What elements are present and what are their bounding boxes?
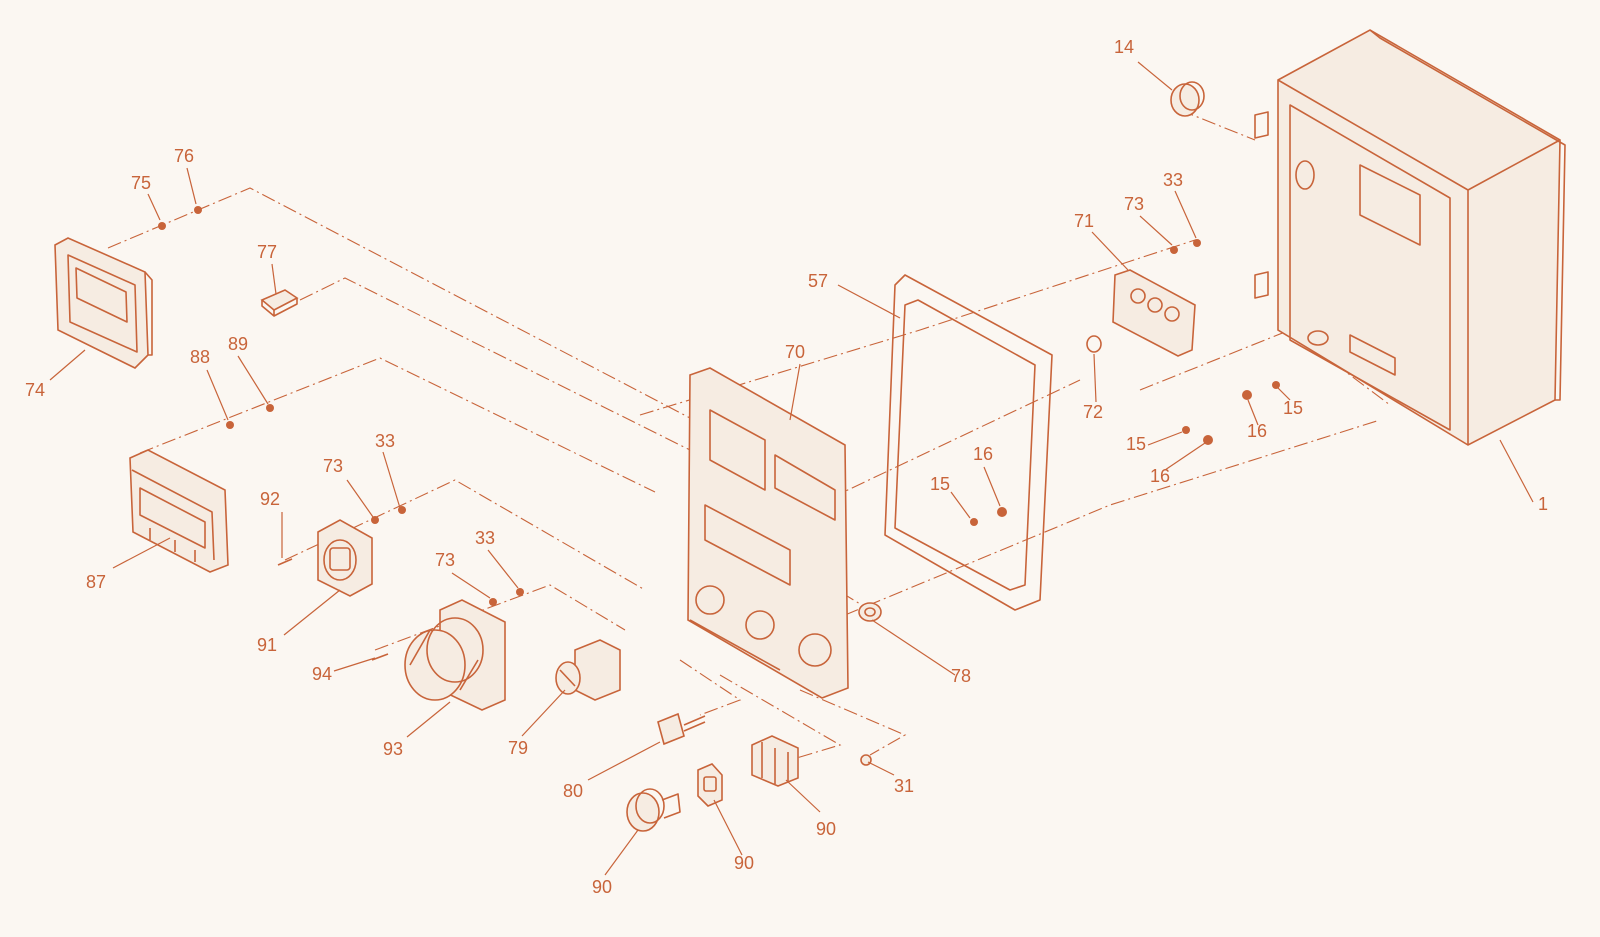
- part-77-connector: [260, 289, 299, 317]
- callout-1: 1: [1538, 494, 1548, 514]
- callout-90: 90: [734, 853, 754, 873]
- part-74-display: [54, 237, 153, 369]
- callout-16: 16: [1150, 466, 1170, 486]
- callout-92: 92: [260, 489, 280, 509]
- callout-75: 75: [131, 173, 151, 193]
- callout-89: 89: [228, 334, 248, 354]
- callout-87: 87: [86, 572, 106, 592]
- callout-labels: 14 76 75 33 73 71 77 57 74 70 88 89 72 1…: [25, 37, 1548, 897]
- part-93-plug: [404, 599, 506, 711]
- part-14-plug: [1170, 81, 1205, 117]
- callout-33: 33: [1163, 170, 1183, 190]
- callout-71: 71: [1074, 211, 1094, 231]
- callout-73: 73: [1124, 194, 1144, 214]
- callout-76: 76: [174, 146, 194, 166]
- callout-33: 33: [375, 431, 395, 451]
- callout-77: 77: [257, 242, 277, 262]
- part-90-holder: [697, 763, 723, 807]
- leader-lines: [49, 61, 1534, 876]
- callout-73: 73: [323, 456, 343, 476]
- callout-90: 90: [816, 819, 836, 839]
- part-87-terminal-block: [129, 449, 229, 573]
- part-80-gland: [657, 712, 706, 746]
- callout-14: 14: [1114, 37, 1134, 57]
- callout-16: 16: [973, 444, 993, 464]
- callout-88: 88: [190, 347, 210, 367]
- part-70-front-panel: [687, 367, 849, 699]
- part-71-plate: [1112, 269, 1196, 357]
- callout-73: 73: [435, 550, 455, 570]
- callout-94: 94: [312, 664, 332, 684]
- part-1-enclosure: [1254, 29, 1566, 446]
- callout-16: 16: [1247, 421, 1267, 441]
- part-72-oring: [1086, 335, 1102, 353]
- callout-15: 15: [930, 474, 950, 494]
- callout-80: 80: [563, 781, 583, 801]
- callout-57: 57: [808, 271, 828, 291]
- callout-90: 90: [592, 877, 612, 897]
- callout-78: 78: [951, 666, 971, 686]
- part-90-contact-block: [751, 735, 799, 787]
- callout-70: 70: [785, 342, 805, 362]
- part-31-screw: [860, 754, 872, 766]
- callout-31: 31: [894, 776, 914, 796]
- callout-93: 93: [383, 739, 403, 759]
- part-91-socket: [317, 519, 373, 597]
- callout-74: 74: [25, 380, 45, 400]
- callout-15: 15: [1126, 434, 1146, 454]
- callout-91: 91: [257, 635, 277, 655]
- fasteners: [158, 206, 1280, 661]
- part-78-grommet: [858, 602, 882, 622]
- part-57-gasket: [884, 274, 1053, 611]
- callout-79: 79: [508, 738, 528, 758]
- callout-33: 33: [475, 528, 495, 548]
- part-79-selector-switch: [555, 639, 621, 701]
- callout-15: 15: [1283, 398, 1303, 418]
- callout-72: 72: [1083, 402, 1103, 422]
- part-90-emergency-button: [626, 788, 681, 832]
